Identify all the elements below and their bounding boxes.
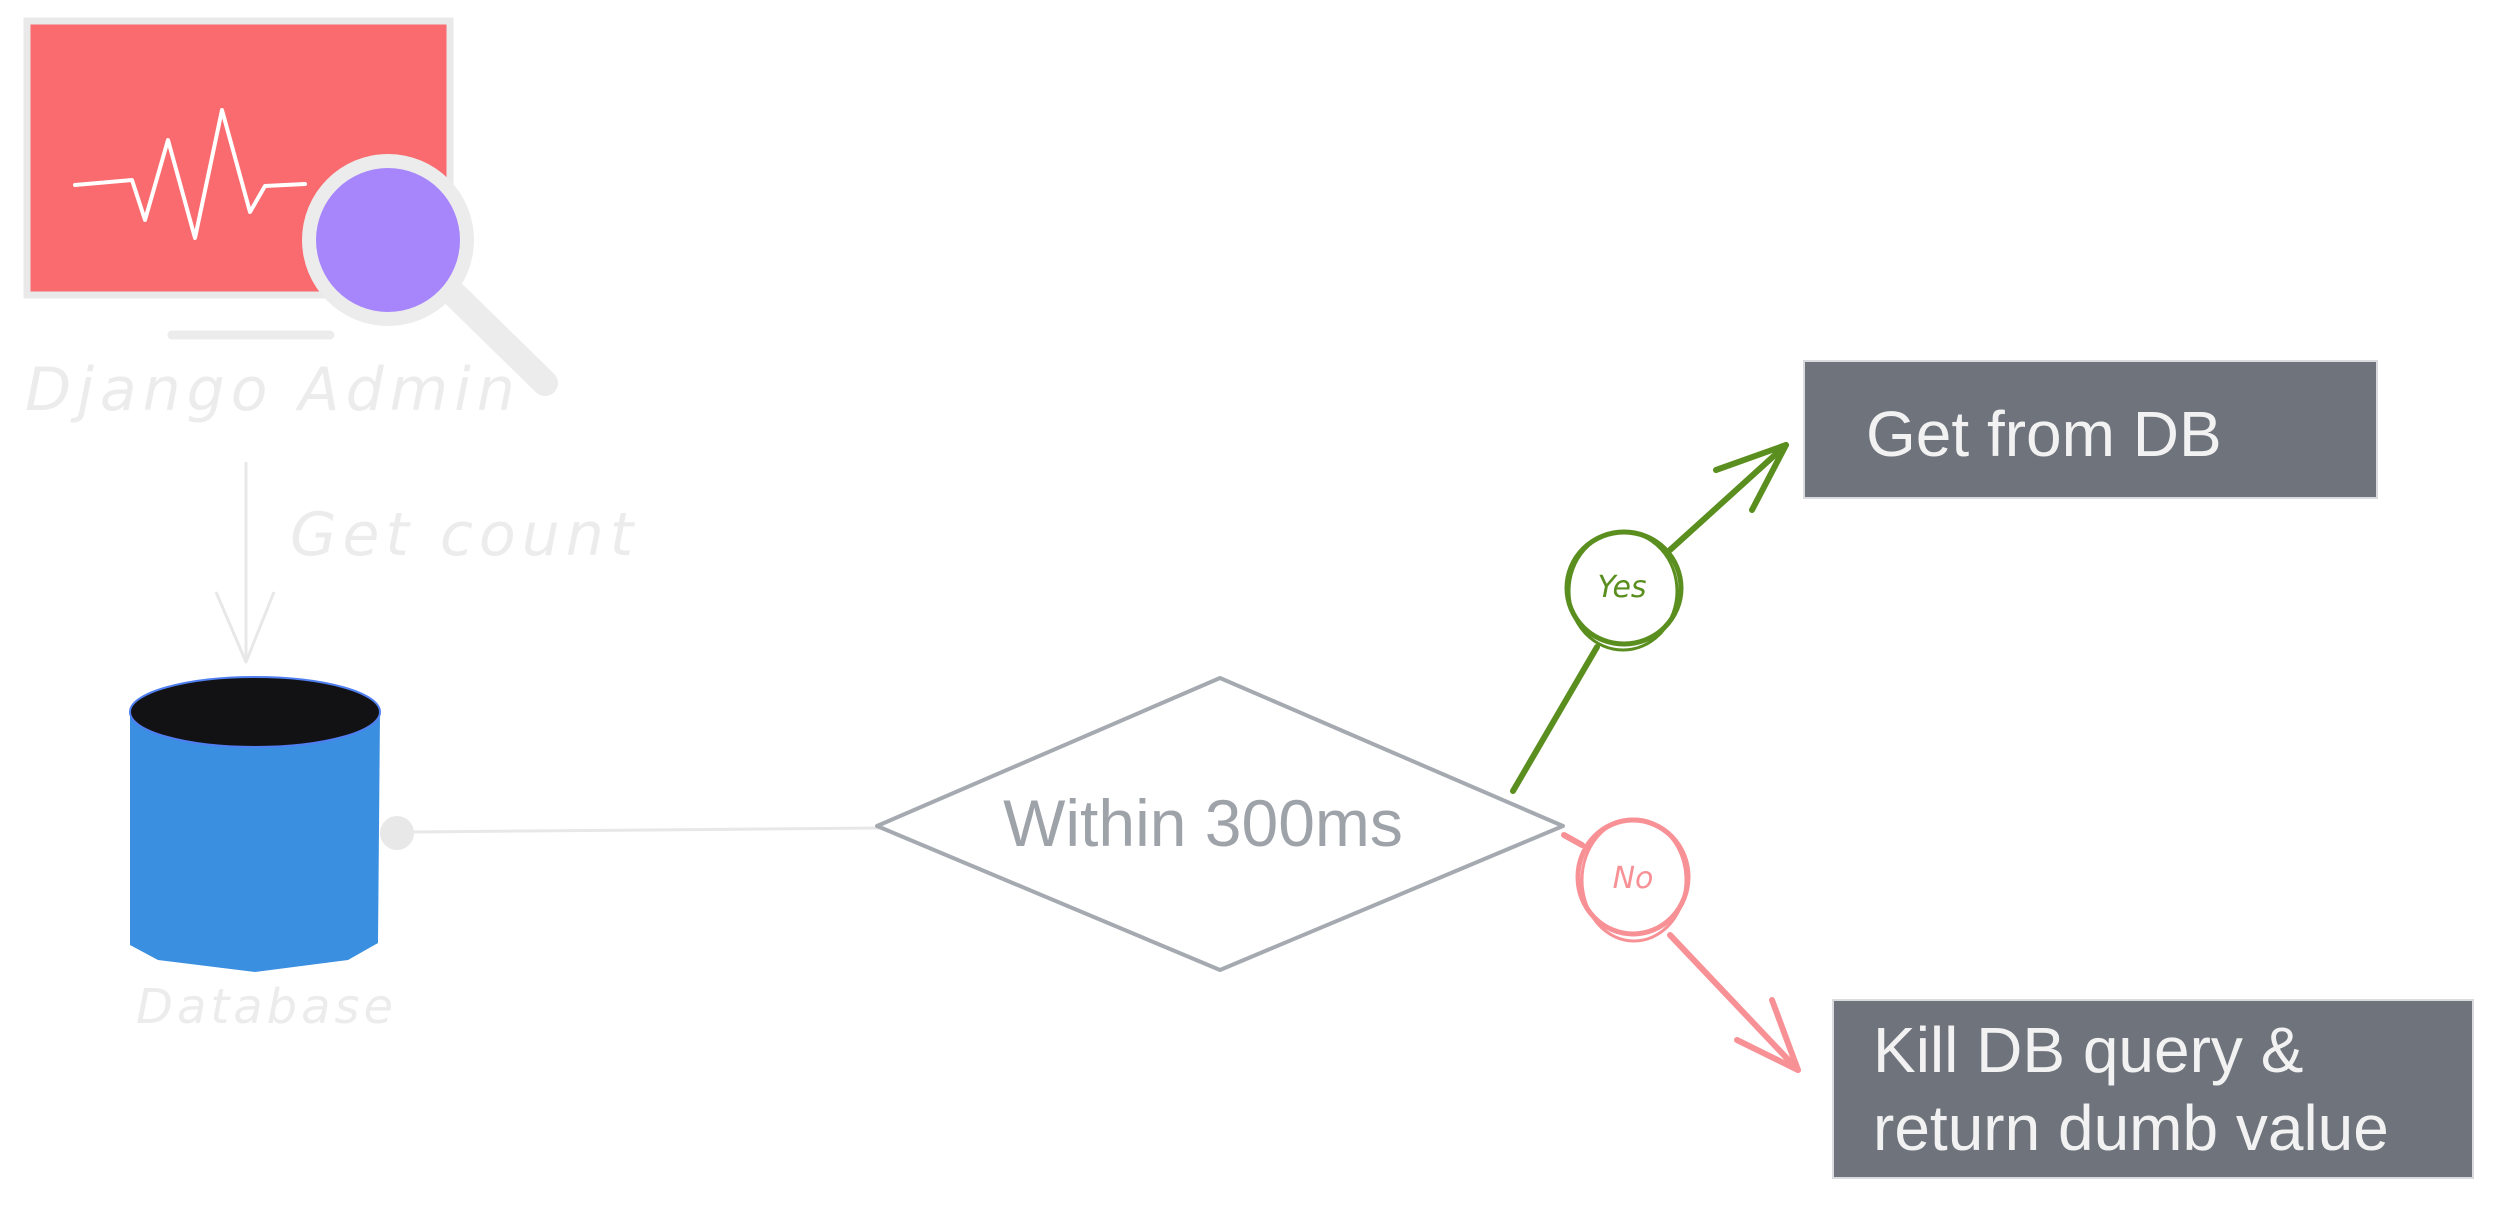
get-from-db-label: Get from DB — [1866, 398, 2222, 470]
kill-query-label-line1: Kill DB query & — [1873, 1014, 2304, 1086]
database-icon — [129, 676, 381, 972]
yes-badge — [1564, 529, 1684, 652]
kill-query-box — [1832, 999, 2474, 1179]
kill-query-label-line2: return dumb value — [1873, 1092, 2389, 1164]
no-arrow — [1561, 832, 1801, 1073]
get-count-label: Get count — [290, 500, 639, 570]
database-label: Database — [136, 979, 397, 1035]
decision-diamond — [875, 676, 1565, 972]
no-label: No — [1613, 861, 1654, 896]
db-to-decision-connector — [380, 816, 881, 850]
yes-label: Yes — [1597, 570, 1646, 605]
no-badge — [1575, 817, 1691, 943]
magnifier-icon — [302, 154, 558, 396]
admin-to-db-arrow — [214, 462, 276, 664]
yes-arrow — [1510, 442, 1789, 794]
django-admin-label: Django Admin — [25, 355, 521, 425]
get-from-db-box — [1803, 360, 2378, 499]
decision-label: Within 300ms — [1003, 786, 1403, 860]
